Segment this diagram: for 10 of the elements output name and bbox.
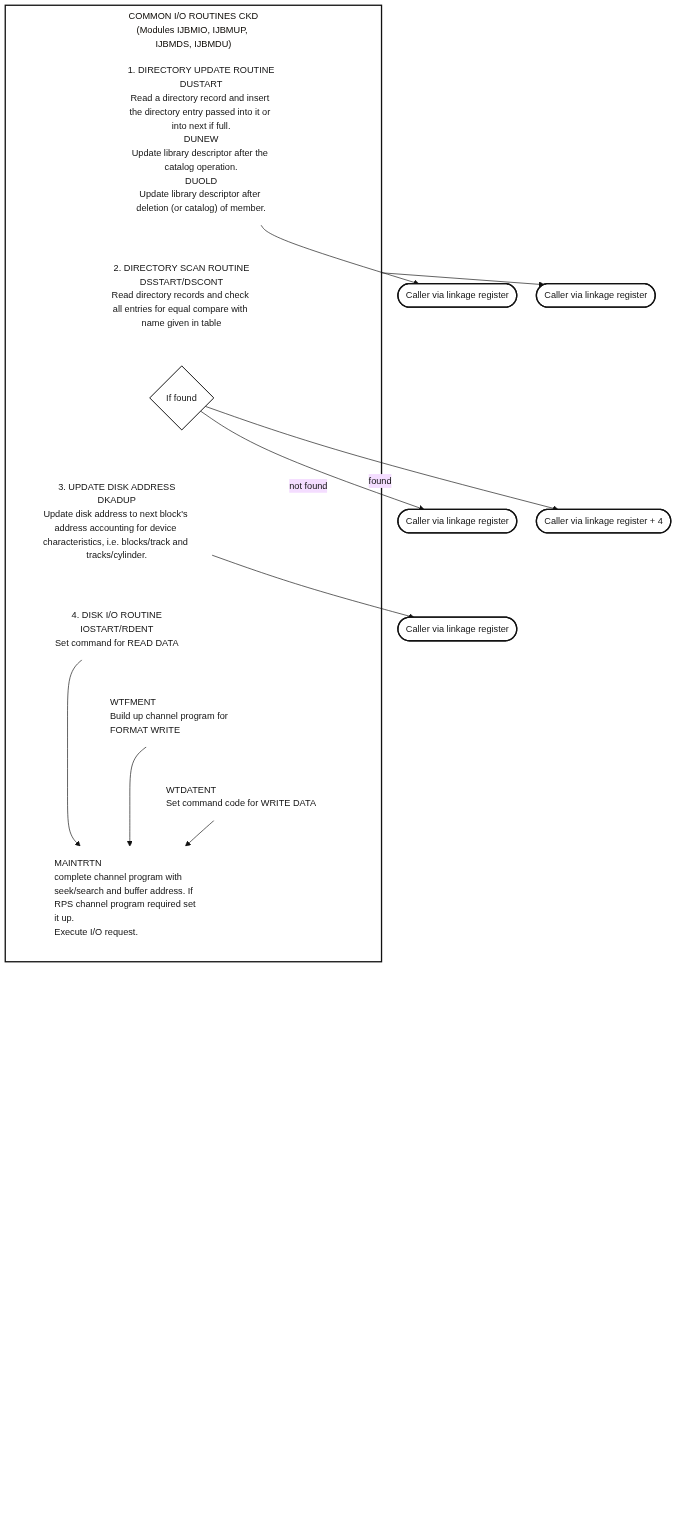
node-text: 3. UPDATE DISK ADDRESS DKADUP Update disk address to next block's address accounting for device characteristics, i.e. blocks/track and tracks/cylinder. bbox=[42, 481, 188, 561]
node-text: 1. DIRECTORY UPDATE ROUTINE DUSTART Read a directory record and insert the directory entry passed into it or into next if full. DUNEW Update library descriptor after the catalog operation. DUOLD Update library descriptor after deletion (or catalog) of member. bbox=[127, 64, 275, 214]
edge-label: not found bbox=[289, 480, 328, 491]
node-text: MAINTRTN complete channel program with seek/search and buffer address. If RPS channel program required set it up. Execute I/O request. bbox=[54, 857, 196, 937]
node-diamond: If found bbox=[149, 365, 215, 431]
node-text: WTFMENT Build up channel program for FORMAT WRITE bbox=[110, 696, 228, 735]
node-text: 2. DIRECTORY SCAN ROUTINE DSSTART/DSCONT Read directory records and check all entries for equal compare with name given in table bbox=[111, 262, 250, 328]
edge-label: found bbox=[368, 475, 392, 486]
node-text: WTDATENT Set command code for WRITE DATA bbox=[165, 784, 317, 809]
node-text: 4. DISK I/O ROUTINE IOSTART/RDENT Set command for READ DATA bbox=[54, 609, 179, 648]
